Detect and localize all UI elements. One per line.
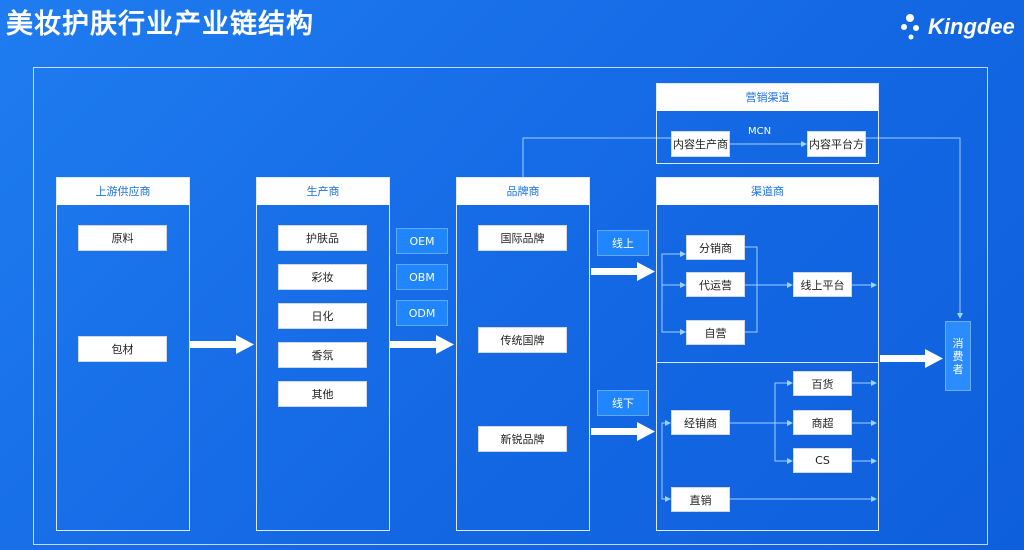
node-traditional-brand: 传统国牌 <box>478 327 567 353</box>
tag-oem: OEM <box>396 228 448 254</box>
node-self-operated: 自营 <box>686 320 745 345</box>
flow-arrow-producer-brand <box>390 335 454 354</box>
node-direct-sale: 直销 <box>671 487 730 512</box>
producer-header: 生产商 <box>257 178 389 205</box>
flow-arrow-online <box>591 262 655 281</box>
consumer-char-1: 消 <box>952 336 964 350</box>
logo-text: Kingdee <box>928 14 1015 39</box>
kingdee-logo: Kingdee <box>900 10 1018 50</box>
node-content-platform: 内容平台方 <box>807 131 866 157</box>
tag-obm: OBM <box>396 264 448 290</box>
node-raw-material: 原料 <box>78 225 167 251</box>
tag-odm: ODM <box>396 300 448 326</box>
dots-logo-icon <box>901 14 919 40</box>
node-emerging-brand: 新锐品牌 <box>478 426 567 452</box>
upstream-column: 上游供应商 <box>56 177 190 531</box>
node-distributor: 分销商 <box>686 235 745 260</box>
node-department-store: 百货 <box>793 371 852 396</box>
tag-offline: 线下 <box>597 390 649 416</box>
flow-arrow-consumer <box>880 349 943 368</box>
marketing-column: 营销渠道 <box>656 83 879 164</box>
node-makeup: 彩妆 <box>278 264 367 290</box>
flow-arrow-offline <box>591 422 655 441</box>
producer-column: 生产商 <box>256 177 390 531</box>
marketing-header: 营销渠道 <box>657 84 878 111</box>
consumer-char-2: 费 <box>952 349 964 363</box>
node-cs-store: CS <box>793 448 852 473</box>
node-supermarket: 商超 <box>793 410 852 435</box>
flow-arrow-upstream-producer <box>190 335 254 354</box>
node-fragrance: 香氛 <box>278 342 367 368</box>
node-online-platform: 线上平台 <box>793 272 852 297</box>
tag-online: 线上 <box>597 230 649 256</box>
channel-divider <box>657 362 878 363</box>
node-packaging: 包材 <box>78 336 167 362</box>
consumer-char-3: 者 <box>952 362 964 376</box>
page-title: 美妆护肤行业产业链结构 <box>6 9 314 40</box>
node-international-brand: 国际品牌 <box>478 225 567 251</box>
channel-column: 渠道商 <box>656 177 879 531</box>
brand-header: 品牌商 <box>457 178 589 205</box>
node-other: 其他 <box>278 381 367 407</box>
label-mcn: MCN <box>748 126 772 137</box>
node-agency-operation: 代运营 <box>686 272 745 297</box>
node-skincare: 护肤品 <box>278 225 367 251</box>
channel-header: 渠道商 <box>657 178 878 205</box>
upstream-header: 上游供应商 <box>57 178 189 205</box>
node-consumer: 消 费 者 <box>945 321 971 391</box>
node-dealer: 经销商 <box>671 410 730 435</box>
brand-column: 品牌商 <box>456 177 590 531</box>
node-content-producer: 内容生产商 <box>671 131 730 157</box>
node-daily-chemical: 日化 <box>278 303 367 329</box>
diagram-frame <box>33 67 988 545</box>
